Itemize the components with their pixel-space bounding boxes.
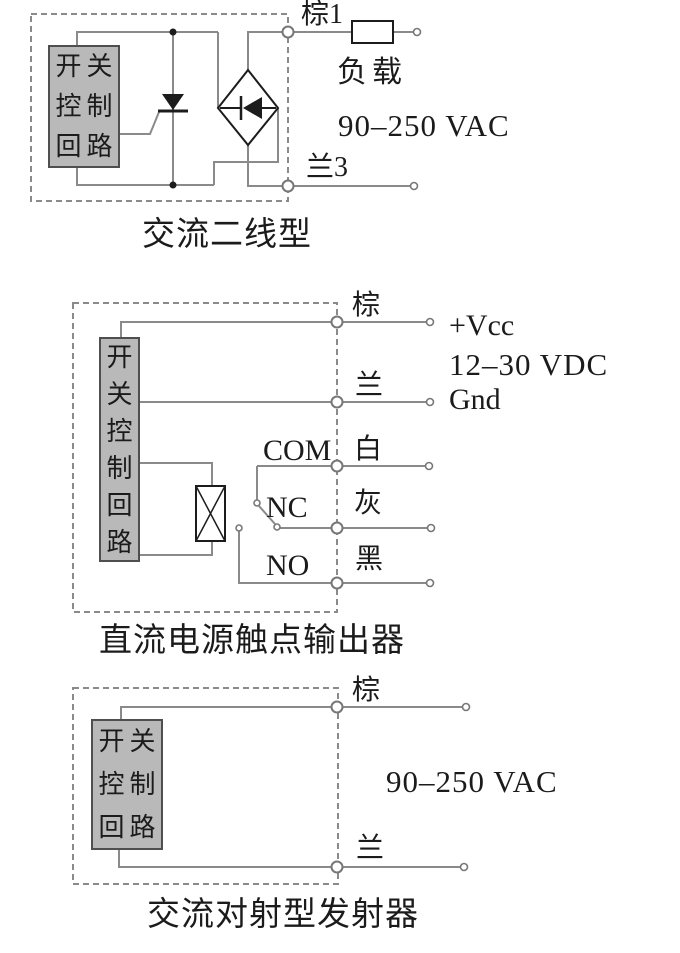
diagram3-sensor-outline: [72, 687, 339, 885]
wire-end-node: [461, 702, 471, 712]
wire-end-node: [412, 27, 422, 37]
control-circuit-box: 开 关 控 制 回 路: [99, 337, 140, 562]
wire-label-blue: 兰: [355, 370, 384, 401]
terminal-gray-nc: [330, 521, 344, 535]
terminal-brown: [330, 315, 344, 329]
control-box-text: 回路: [55, 131, 118, 161]
junction-dot: [169, 181, 177, 189]
no-label: NO: [266, 549, 310, 582]
junction-dot: [169, 28, 177, 36]
diagram1-wires: [76, 31, 416, 187]
wire-end-node: [409, 181, 419, 191]
terminal-brown: [330, 700, 344, 714]
terminal-blue-3: [281, 179, 295, 193]
diagram2-title: 直流电源触点输出器: [99, 623, 405, 659]
wire-end-node: [425, 578, 435, 588]
terminal-white-com: [330, 459, 344, 473]
wire-label-blue: 兰: [356, 833, 385, 864]
control-box-text: 制: [106, 453, 133, 483]
com-label: COM: [263, 434, 332, 467]
diagram3-title: 交流对射型发射器: [147, 897, 419, 933]
wire-label-brown: 棕: [352, 290, 381, 321]
changeover-contact-symbol: [235, 499, 281, 532]
diagram3-wires: [118, 706, 465, 868]
control-box-text: 开: [106, 342, 133, 372]
voltage-label: 90–250 VAC: [386, 764, 558, 799]
vcc-label: +Vcc: [449, 309, 515, 342]
voltage-label: 90–250 VAC: [338, 108, 510, 143]
wire-label-blue-3: 兰3: [306, 152, 349, 183]
relay-coil-symbol: [195, 485, 226, 542]
wire-label-gray: 灰: [354, 488, 383, 519]
wire-label-brown: 棕: [352, 675, 381, 706]
wire-end-node: [459, 862, 469, 872]
thyristor-symbol: [158, 94, 188, 113]
nc-label: NC: [266, 491, 308, 524]
load-resistor-symbol: [351, 20, 394, 44]
diagram2-wires: [120, 321, 431, 584]
terminal-blue: [330, 395, 344, 409]
control-box-text: 路: [106, 527, 133, 557]
control-box-text: 开关: [55, 51, 118, 81]
control-box-text: 关: [106, 379, 133, 409]
load-label: 负载: [337, 56, 407, 89]
diagram1-sensor-outline: [30, 13, 289, 202]
voltage-label: 12–30 VDC: [449, 347, 609, 382]
terminal-black-no: [330, 576, 344, 590]
bridge-rectifier-symbol: [216, 68, 280, 147]
control-circuit-box: 开关 控制 回路: [91, 719, 163, 850]
terminal-brown-1: [281, 25, 295, 39]
wire-end-node: [425, 397, 435, 407]
diagram2-sensor-outline: [72, 302, 338, 613]
control-box-text: 控: [106, 416, 133, 446]
wire-end-node: [424, 461, 434, 471]
control-box-text: 控制: [98, 770, 161, 799]
control-box-text: 回路: [98, 813, 161, 842]
wire-label-black: 黑: [355, 544, 384, 575]
terminal-blue: [330, 860, 344, 874]
wire-end-node: [426, 523, 436, 533]
gnd-label: Gnd: [449, 383, 501, 416]
control-box-text: 回: [106, 490, 133, 520]
control-circuit-box: 开关 控制 回路: [48, 45, 120, 168]
diagram1-title: 交流二线型: [142, 217, 312, 253]
wire-label-white: 白: [354, 434, 383, 465]
control-box-text: 控制: [55, 91, 118, 121]
control-box-text: 开关: [98, 727, 161, 756]
wire-end-node: [425, 317, 435, 327]
wire-label-brown-1: 棕1: [301, 0, 344, 30]
